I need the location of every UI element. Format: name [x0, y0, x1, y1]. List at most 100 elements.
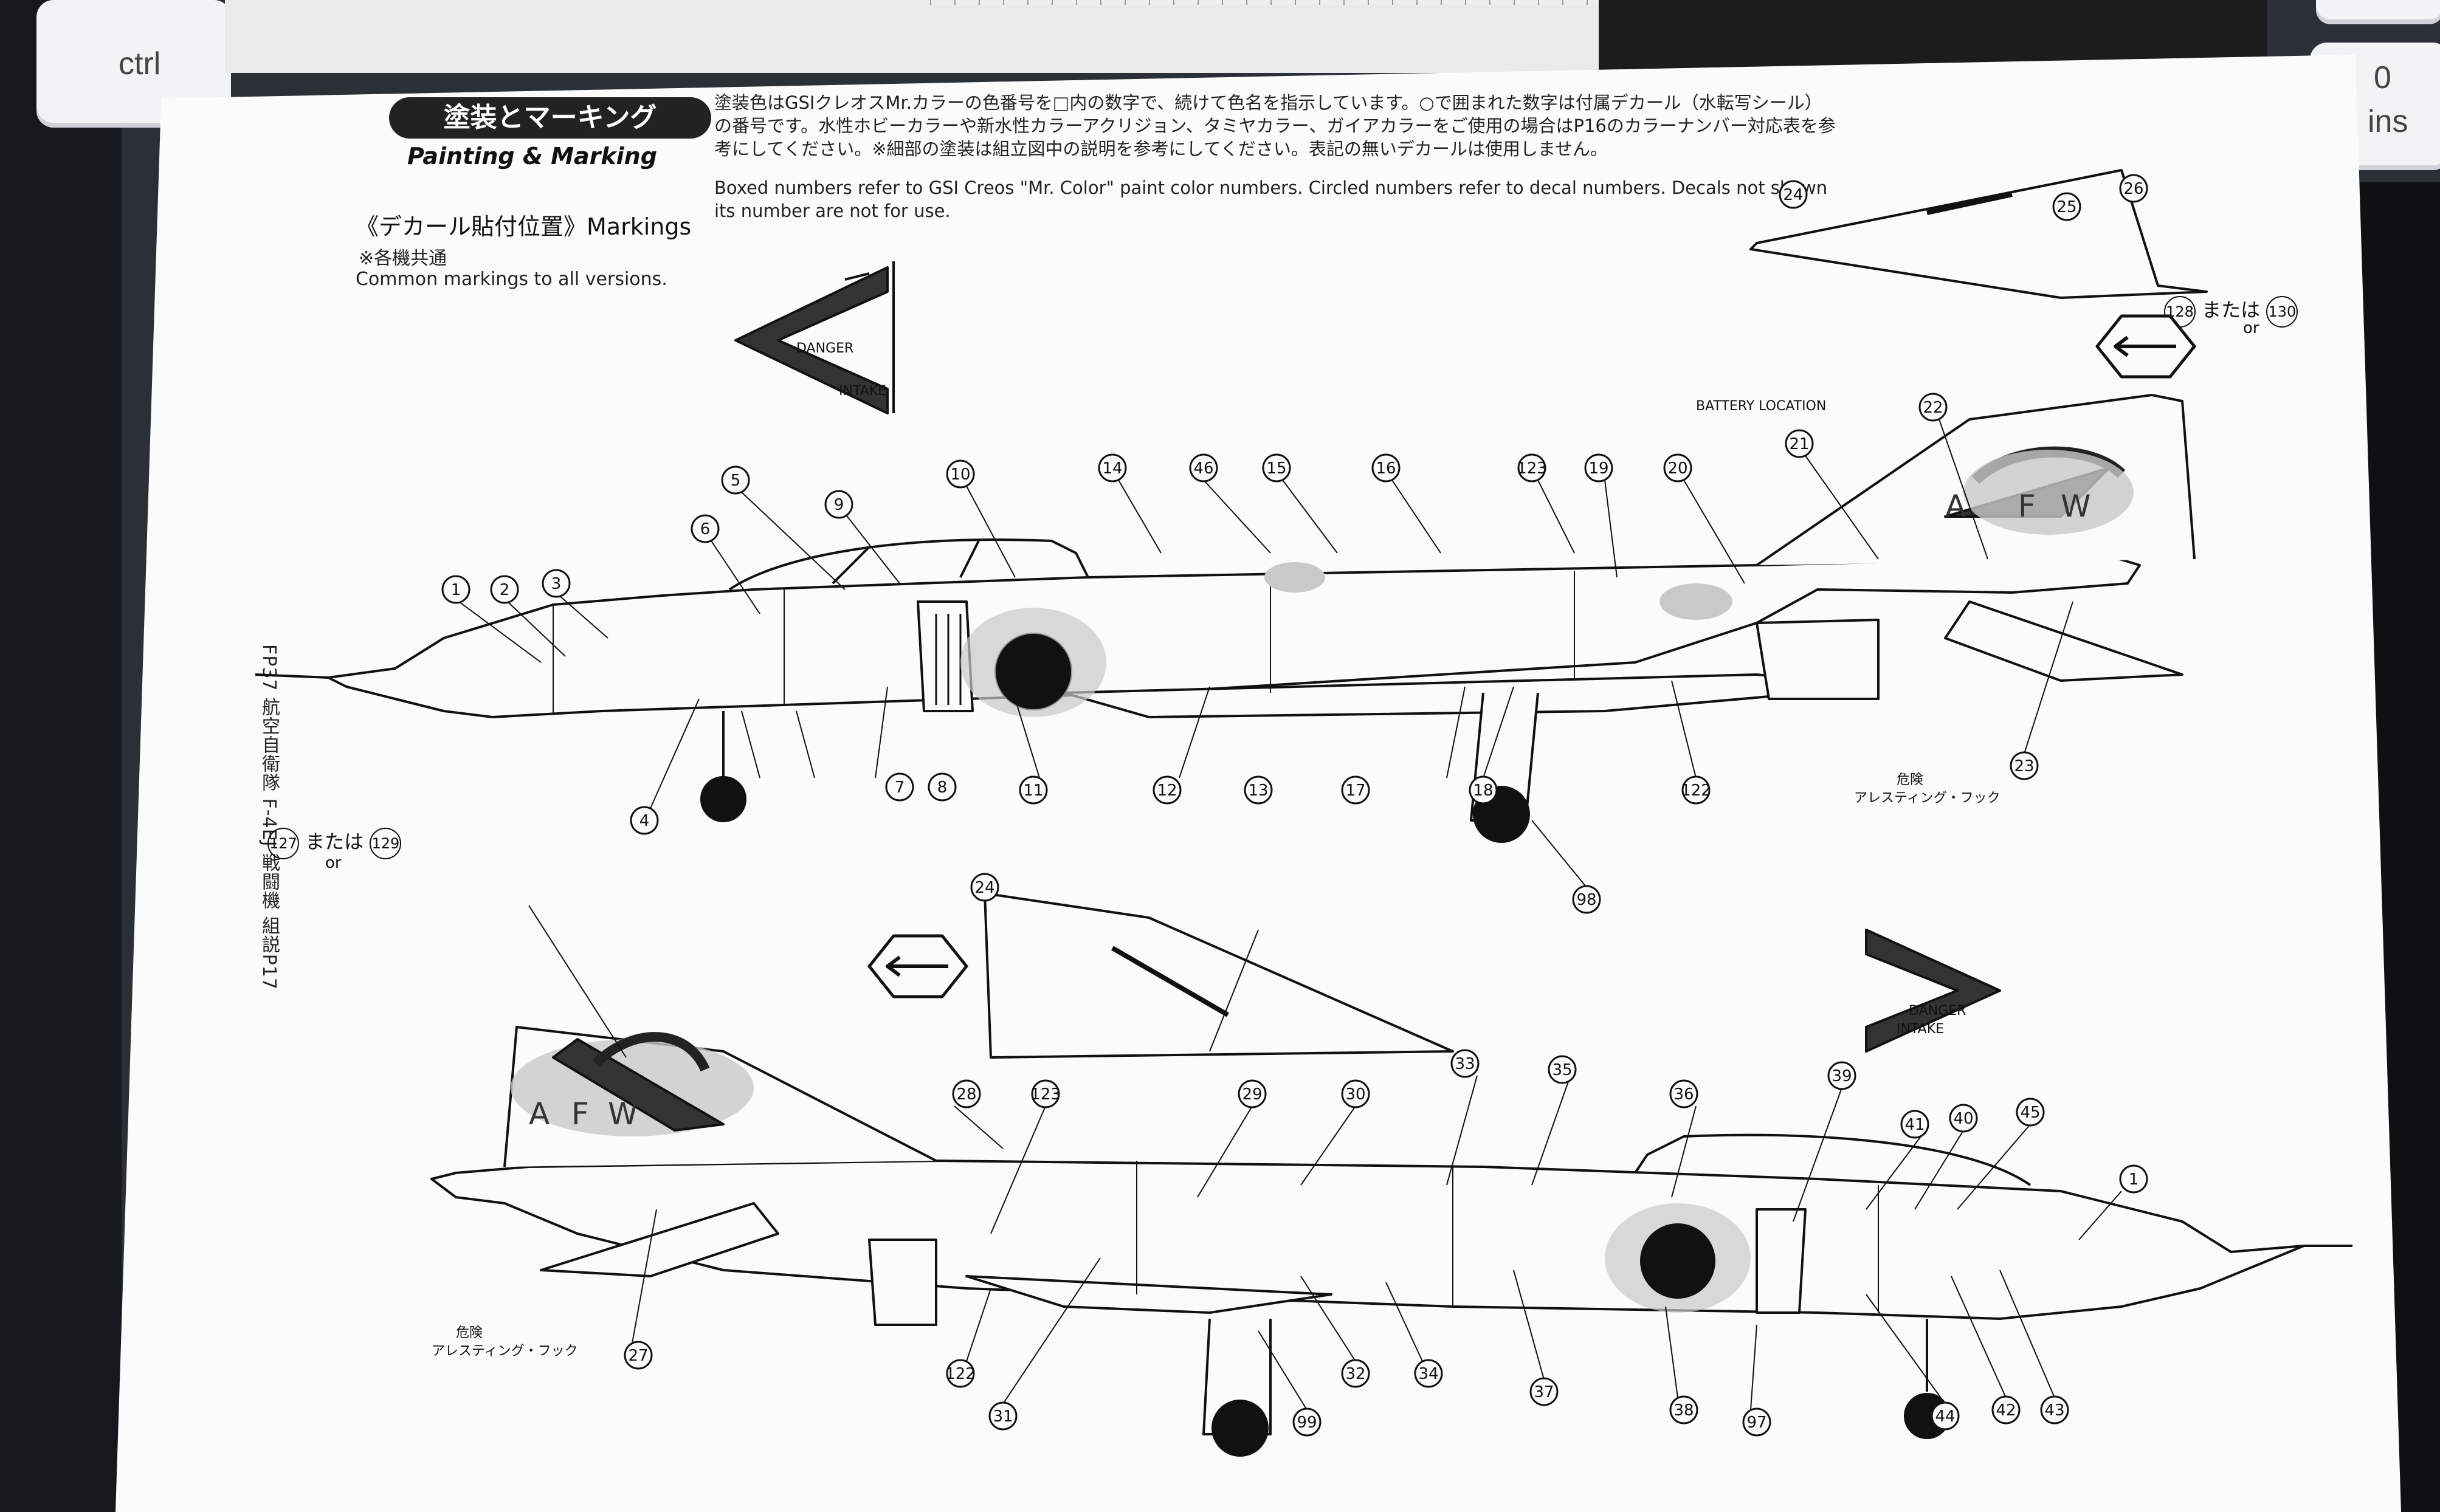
common-markings-en: Common markings to all versions.: [356, 269, 667, 290]
top-callout-label: 20: [1667, 459, 1687, 478]
top-callout-circle: [490, 575, 519, 604]
top-callout-label: 26: [2123, 180, 2143, 198]
bottom-callout-circle: [1414, 1359, 1443, 1388]
top-callout-circle: [1262, 453, 1291, 483]
section-title-jp: 塗装とマーキング: [389, 97, 711, 139]
alt-left-b: 129: [370, 828, 402, 859]
top-callout-circle: [1371, 453, 1401, 483]
bottom-callout-label: 123: [1030, 1085, 1061, 1104]
bottom-callout-label: 122: [945, 1365, 976, 1383]
top-callout-label: 98: [1576, 891, 1596, 909]
top-callout-circle: [1584, 453, 1613, 483]
top-callout-label: 10: [950, 466, 970, 484]
top-callout-circle: [542, 569, 571, 598]
bottom-callout-label: 27: [628, 1347, 648, 1365]
bottom-callout-circle: [2040, 1395, 2069, 1424]
stencil-intake-top: INTAKE: [839, 383, 886, 399]
upper-sheet: [225, 0, 1599, 73]
bottom-callout-circle: [2016, 1098, 2045, 1127]
bottom-callout-circle: [1548, 1055, 1577, 1084]
top-callout-circle: [928, 772, 957, 802]
stencil-battery: BATTERY LOCATION: [1696, 399, 1826, 414]
bottom-callout-label: 38: [1673, 1401, 1694, 1420]
top-callout-circle: [1663, 453, 1692, 483]
bottom-callout-label: 31: [993, 1407, 1013, 1426]
aircraft-bottom: [430, 1026, 2352, 1457]
paint-note-jp: 塗装色はGSIクレオスMr.カラーの色番号を□内の数字で、続けて色名を指示してい…: [714, 92, 1836, 159]
top-callout-label: 1: [451, 581, 461, 599]
top-callout-label: 19: [1588, 459, 1608, 478]
keyboard-key-ins-bottom: ins: [2368, 104, 2408, 139]
tail-fin-side-view: [984, 892, 1454, 1059]
bottom-callout-label: 35: [1552, 1061, 1572, 1079]
bottom-callout-label: 44: [1935, 1407, 1955, 1426]
top-callout-label: 21: [1789, 435, 1809, 453]
bottom-callout-label: 39: [1832, 1067, 1852, 1085]
upper-sheet-table: [930, 0, 1599, 5]
desk-left: [0, 0, 122, 1512]
tail-code-top-w: W: [2061, 489, 2090, 524]
top-callout-circle: [1244, 775, 1273, 805]
common-markings-jp: ※各機共通: [359, 248, 447, 269]
top-callout-label: 9: [834, 496, 844, 514]
stencil-danger-top: DANGER: [796, 341, 853, 356]
bottom-callout-label: 29: [1242, 1085, 1262, 1104]
bottom-callout-circle: [1341, 1359, 1370, 1388]
bottom-callout-circle: [1529, 1377, 1559, 1406]
bottom-callout-circle: [1949, 1104, 1978, 1133]
bottom-callout-label: 24: [974, 879, 994, 897]
top-callout-label: 14: [1102, 459, 1122, 478]
bottom-callout-label: 37: [1534, 1383, 1554, 1401]
top-callout-label: 8: [937, 778, 948, 797]
stencil-danger-bottom: DANGER: [1909, 1003, 1966, 1019]
top-callout-circle: [1918, 393, 1948, 422]
alt-top-b: 130: [2266, 296, 2298, 328]
top-callout-circle: [1785, 429, 1814, 458]
bottom-callout-circle: [988, 1401, 1018, 1431]
top-callout-circle: [885, 772, 914, 802]
alt-left-text: または: [305, 830, 364, 853]
top-callout-circle: [1572, 885, 1601, 914]
top-callout-circle: [1469, 775, 1498, 805]
stencil-arresting-hook-bottom: アレスティング・フック: [432, 1344, 578, 1359]
bottom-callout-circle: [1292, 1407, 1322, 1437]
top-callout-circle: [946, 459, 975, 489]
top-callout-label: 17: [1345, 782, 1365, 800]
top-callout-circle: [721, 466, 750, 495]
top-callout-label: 15: [1266, 459, 1286, 478]
bottom-callout-label: 99: [1297, 1414, 1317, 1432]
aircraft-top: [255, 394, 2196, 843]
keyboard-key-ins-top: 0: [2374, 60, 2391, 95]
top-callout-label: 11: [1023, 782, 1043, 800]
top-callout-circle: [1153, 775, 1182, 805]
top-callout-circle: [1779, 180, 1808, 209]
stencil-danger-jp-bottom: 危険: [456, 1325, 483, 1341]
tail-fin-top-view: [1749, 169, 2208, 299]
top-callout-label: 23: [2014, 757, 2034, 775]
alt-decal-left: 127 または 129: [267, 826, 402, 859]
tail-code-top-f: F: [2018, 489, 2036, 524]
tail-code-bottom-w: W: [608, 1096, 638, 1132]
top-callout-circle: [2119, 174, 2148, 203]
top-callout-circle: [2010, 751, 2039, 780]
top-callout-label: 4: [639, 812, 650, 830]
danger-intake-stencil-bottom: [1865, 929, 2001, 1053]
top-callout-circle: [630, 806, 659, 835]
bottom-callout-circle: [1827, 1061, 1856, 1090]
top-callout-label: 7: [895, 778, 905, 797]
bottom-callout-circle: [1450, 1049, 1480, 1078]
bottom-callout-circle: [946, 1359, 975, 1388]
tail-code-top-a: A: [1945, 489, 1966, 524]
question-arrow-icon: [867, 934, 968, 998]
bottom-callout-label: 1: [2129, 1170, 2139, 1189]
stencil-danger-jp-top: 危険: [1897, 772, 1923, 788]
tail-code-bottom-a: A: [529, 1096, 550, 1132]
bottom-callout-circle: [624, 1341, 653, 1370]
leader-lines-top: [458, 419, 2073, 888]
bottom-callout-label: 30: [1345, 1085, 1365, 1104]
top-callout-label: 46: [1193, 459, 1213, 478]
bottom-callout-label: 97: [1746, 1414, 1766, 1432]
alt-decal-top-right: 128 または 130: [2164, 295, 2298, 328]
